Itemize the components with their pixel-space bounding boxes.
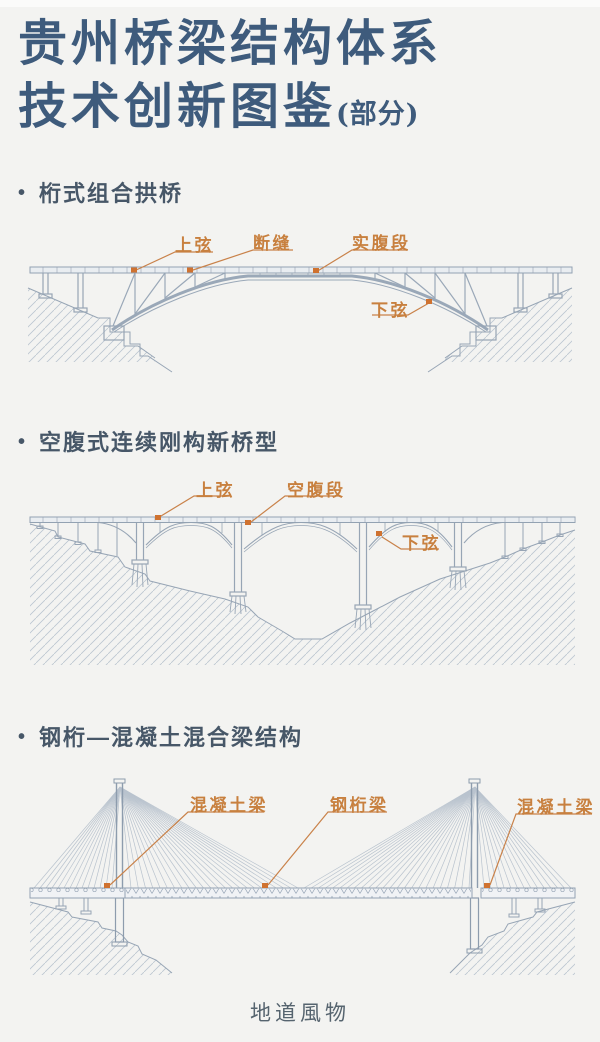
steel-truss-girder	[124, 887, 473, 899]
section-heading-text: 空腹式连续刚构新桥型	[39, 430, 280, 455]
page-title-line2: 技术创新图鉴	[18, 77, 337, 135]
diagram-open-web-continuous-rigid-frame: 上弦 空腹段 下弦	[0, 465, 600, 670]
label-concrete-girder-left: 混凝土梁	[190, 796, 268, 815]
callout-dots	[155, 515, 382, 536]
rigid-frame-bridge-drawing	[29, 495, 576, 665]
page-title-suffix: (部分)	[336, 99, 420, 130]
page-title-line1: 贵州桥梁结构体系	[18, 14, 443, 72]
valley-terrain	[29, 523, 576, 665]
cable-stayed-bridge-drawing	[29, 778, 592, 975]
label-steel-truss-girder: 钢桁梁	[330, 796, 389, 815]
bullet-icon: •	[18, 182, 28, 204]
concrete-girder-left	[29, 887, 126, 899]
label-solid-web-section: 实腹段	[352, 234, 411, 253]
pylon-left	[111, 778, 128, 947]
concrete-girder-right	[480, 887, 576, 899]
truss-arch-bridge-drawing	[27, 249, 573, 373]
section-heading-text: 钢桁—混凝土混合梁结构	[39, 725, 304, 750]
terrain-right	[449, 901, 576, 975]
bridge-deck	[29, 516, 576, 523]
top-edge-strip	[0, 0, 600, 7]
arch-lower-chord	[111, 274, 489, 333]
callout-leaders	[133, 249, 430, 316]
bullet-icon: •	[18, 431, 28, 453]
label-bottom-chord: 下弦	[402, 534, 441, 553]
diagram-cable-stayed-hybrid-girder: 混凝土梁 钢桁梁 混凝土梁	[0, 765, 600, 975]
stay-cables	[33, 786, 572, 889]
label-top-chord: 上弦	[175, 236, 214, 255]
section-heading-open-web-rigid-frame: • 空腹式连续刚构新桥型	[18, 425, 279, 457]
slope-piers	[36, 522, 564, 559]
label-open-web-section: 空腹段	[287, 481, 346, 500]
page-title: 贵州桥梁结构体系 技术创新图鉴(部分)	[18, 12, 578, 146]
bridge-deck	[29, 266, 573, 274]
callout-leaders	[160, 495, 439, 550]
label-bottom-chord: 下弦	[371, 301, 410, 320]
publisher-logo: 地道風物	[250, 1001, 350, 1025]
terrain-left	[29, 901, 173, 975]
terrain-left	[27, 287, 173, 373]
diagram-truss-combination-arch-bridge: 上弦 断缝 实腹段 下弦	[0, 220, 600, 385]
main-piers	[131, 522, 467, 631]
terrain-right	[427, 287, 573, 373]
approach-piers	[38, 273, 563, 341]
callout-dots	[104, 883, 490, 888]
label-concrete-girder-right: 混凝土梁	[517, 798, 595, 817]
section-heading-steel-truss-concrete-hybrid: • 钢桁—混凝土混合梁结构	[18, 720, 303, 752]
section-heading-text: 桁式组合拱桥	[39, 181, 184, 206]
bullet-icon: •	[18, 726, 28, 748]
section-heading-truss-arch: • 桁式组合拱桥	[18, 176, 183, 208]
label-break-joint: 断缝	[253, 234, 292, 253]
truss-web	[112, 272, 488, 327]
side-piers	[55, 898, 546, 918]
callout-dots	[131, 267, 432, 304]
callout-leaders	[109, 811, 592, 886]
pylon-right	[466, 778, 483, 954]
lower-chord-haunches	[97, 521, 503, 553]
label-top-chord: 上弦	[196, 481, 235, 500]
